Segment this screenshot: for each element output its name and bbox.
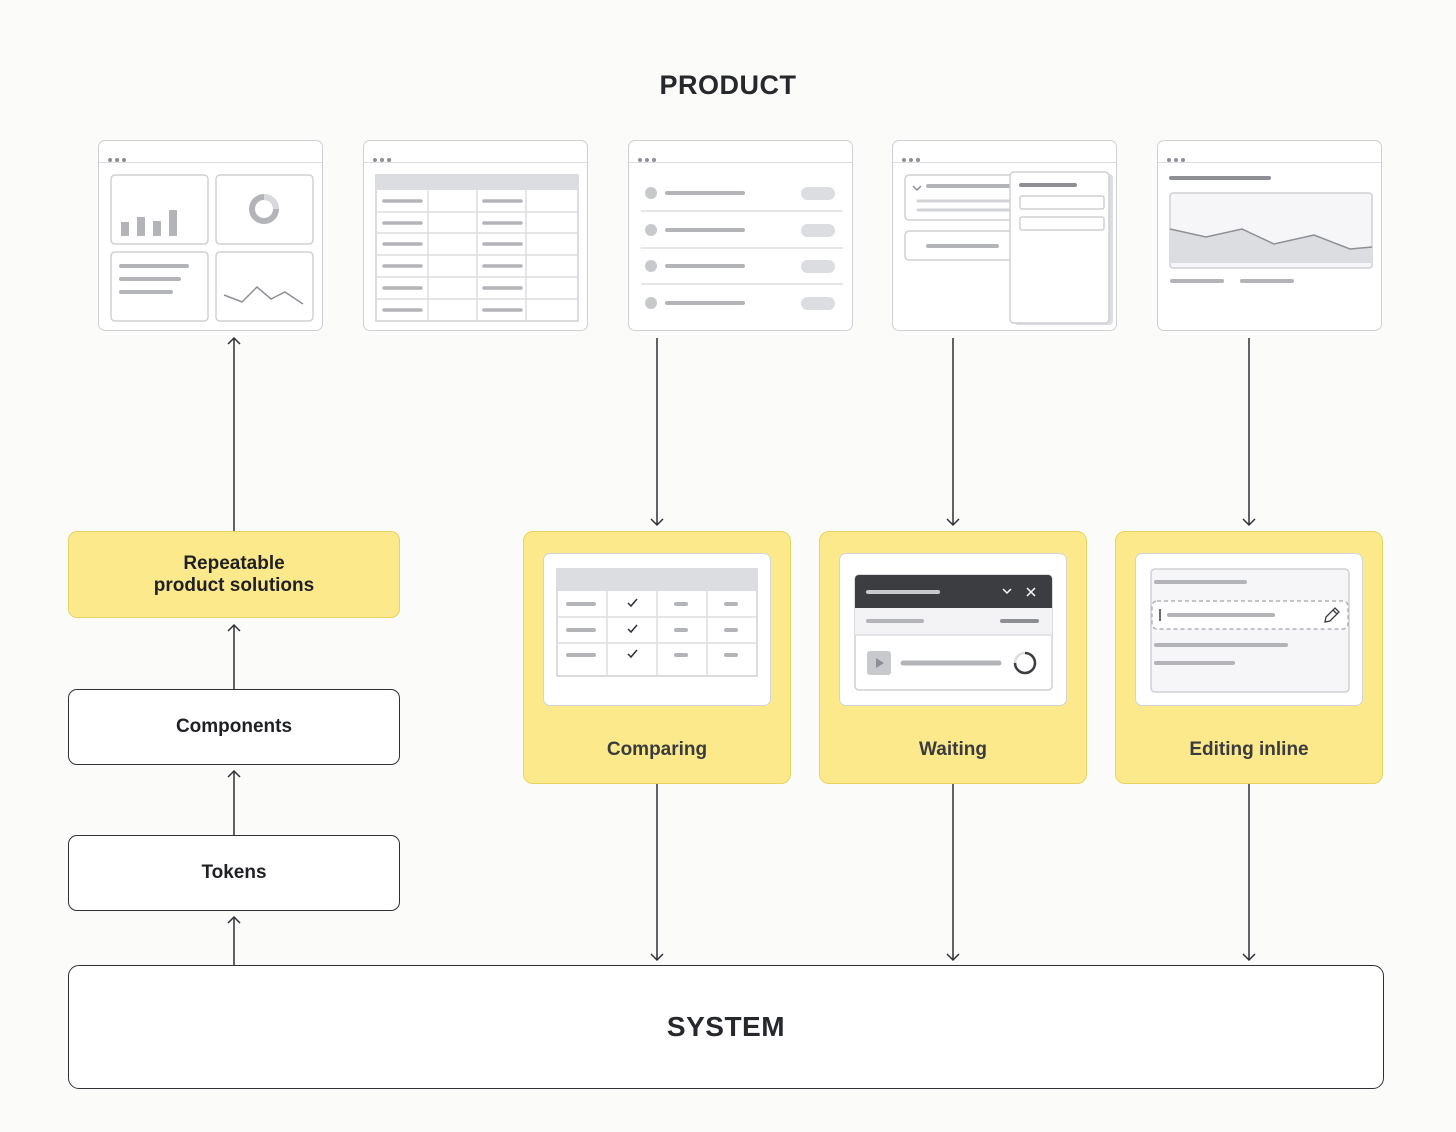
- comparing-card: [543, 553, 771, 706]
- close-icon: [1026, 587, 1036, 597]
- check-icon: [627, 624, 638, 634]
- pattern-comparing: Comparing: [523, 531, 791, 784]
- product-window-table: [363, 140, 588, 331]
- inline-edit-wireframe: [1150, 568, 1350, 693]
- product-heading: PRODUCT: [659, 70, 797, 100]
- waiting-card: [839, 553, 1067, 706]
- product-window-list: [628, 140, 853, 331]
- window-dots-icon: [638, 149, 659, 167]
- check-icon: [627, 649, 638, 659]
- editing-card: [1135, 553, 1363, 706]
- pattern-editing-inline: Editing inline: [1115, 531, 1383, 784]
- list-wireframe: [641, 187, 843, 310]
- comparison-table-wireframe: [556, 568, 758, 677]
- window-titlebar: [99, 141, 322, 163]
- repeatable-product-solutions-box: Repeatable product solutions: [68, 531, 400, 618]
- window-titlebar: [629, 141, 852, 163]
- pattern-label: Comparing: [606, 739, 708, 760]
- product-window-dashboard: [98, 140, 323, 331]
- pattern-label: Editing inline: [1189, 739, 1309, 760]
- table-wireframe: [375, 174, 579, 322]
- play-icon: [876, 658, 884, 668]
- window-dots-icon: [373, 149, 394, 167]
- window-dots-icon: [1167, 149, 1188, 167]
- dashboard-wireframe: [110, 174, 314, 322]
- product-window-form: [892, 140, 1117, 331]
- tokens-box: Tokens: [68, 835, 400, 911]
- window-titlebar: [1158, 141, 1381, 163]
- loading-panel-wireframe: [854, 574, 1053, 691]
- product-window-chart: [1157, 140, 1382, 331]
- components-box: Components: [68, 689, 400, 765]
- spinner-icon: [1013, 651, 1037, 675]
- system-box: SYSTEM: [68, 965, 1384, 1089]
- form-wireframe: [904, 171, 1113, 325]
- window-dots-icon: [902, 149, 923, 167]
- window-dots-icon: [108, 149, 129, 167]
- window-titlebar: [893, 141, 1116, 163]
- check-icon: [627, 598, 638, 608]
- pattern-waiting: Waiting: [819, 531, 1087, 784]
- area-chart-wireframe: [1169, 176, 1373, 283]
- window-titlebar: [364, 141, 587, 163]
- chevron-down-icon: [1002, 588, 1012, 595]
- pattern-label: Waiting: [919, 739, 987, 760]
- pencil-icon: [1324, 607, 1340, 623]
